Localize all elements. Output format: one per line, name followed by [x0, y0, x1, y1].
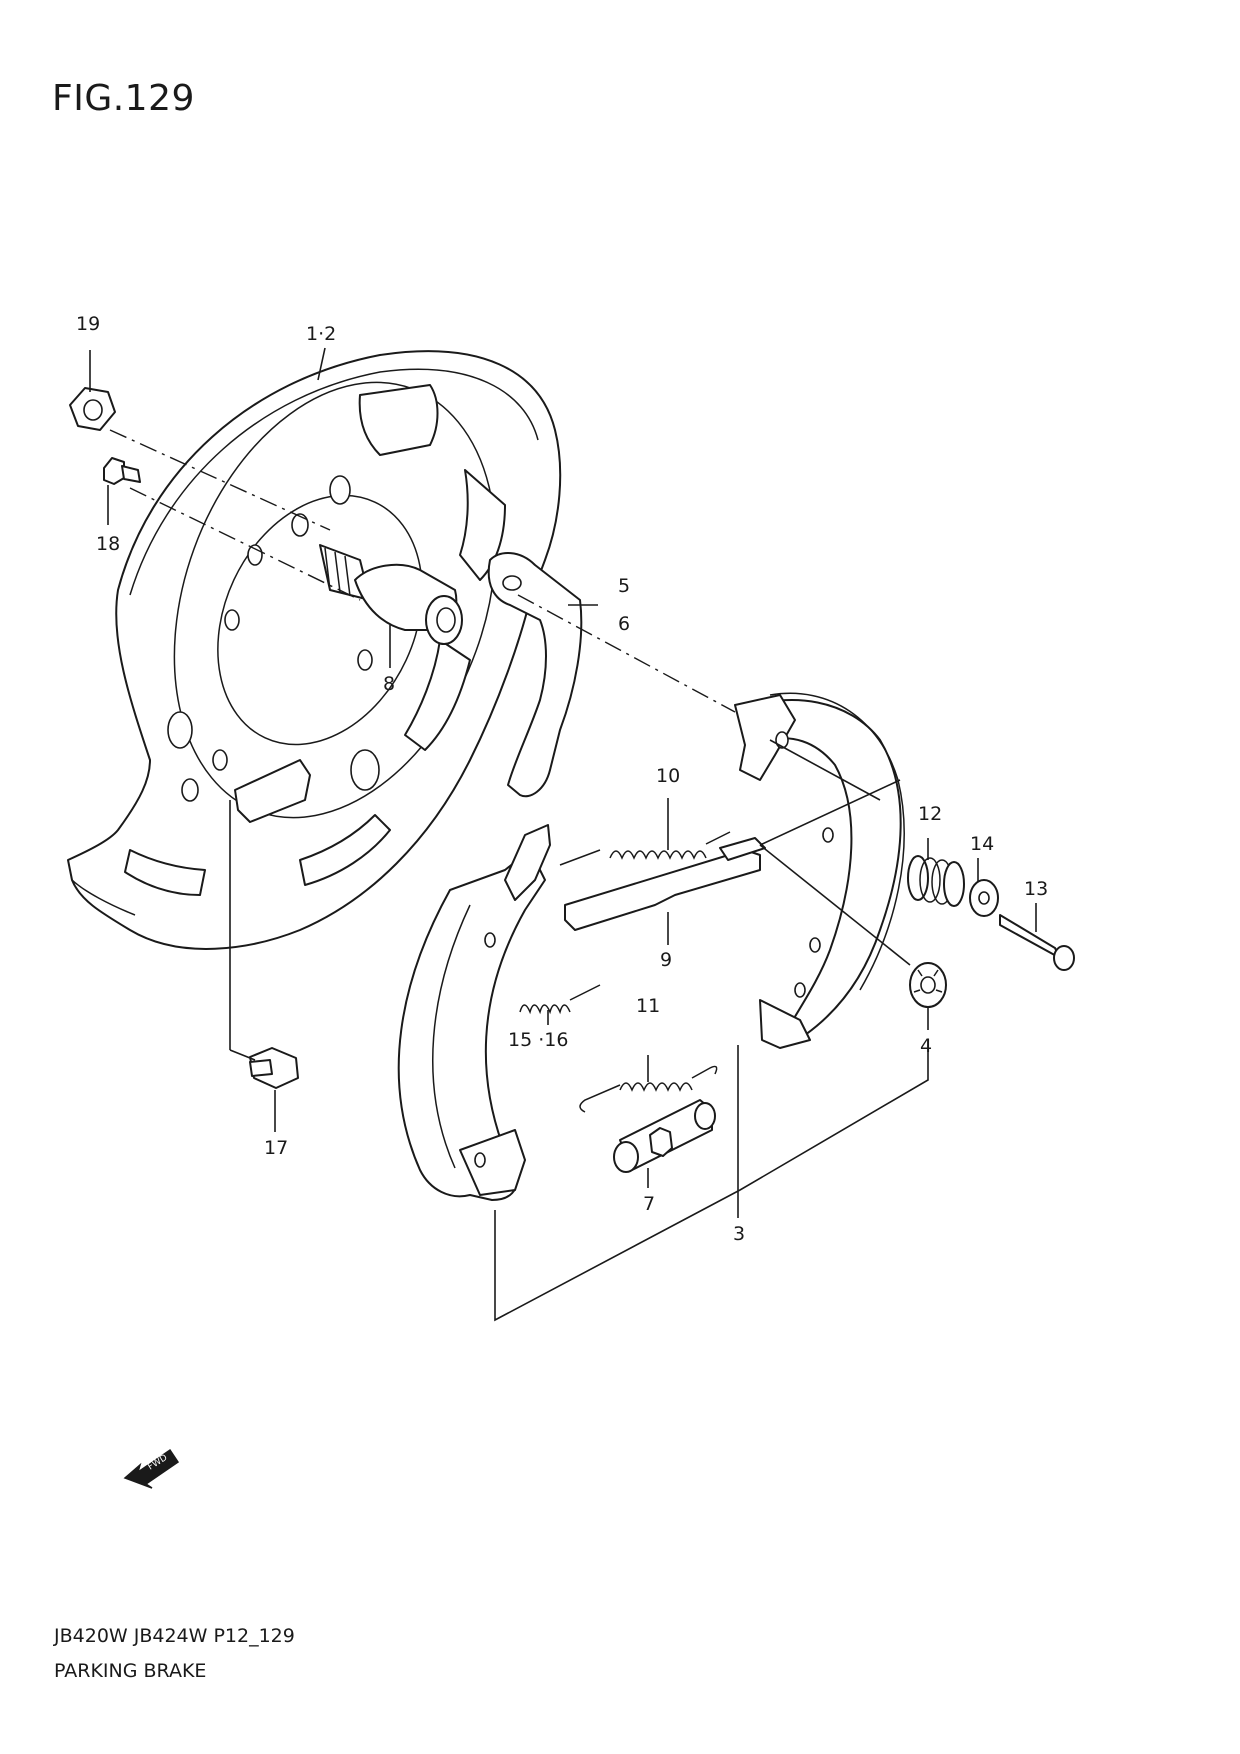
callout-6: 6 [618, 613, 630, 635]
strut-9 [564, 837, 766, 931]
figure-title: FIG.129 [52, 78, 195, 119]
nut-19 [69, 387, 116, 431]
washer-14 [969, 879, 999, 917]
adjuster-assembly [319, 544, 463, 645]
brake-shoe-left [397, 824, 551, 1201]
callout-1-2: 1·2 [306, 323, 336, 345]
spring-15-16 [519, 984, 601, 1015]
spring-12 [907, 855, 965, 907]
brake-shoe-right [734, 692, 905, 1049]
callout-5: 5 [618, 575, 630, 597]
callout-3: 3 [733, 1223, 745, 1245]
callout-12: 12 [918, 803, 942, 825]
callout-19: 19 [76, 313, 100, 335]
spring-11 [579, 1065, 718, 1113]
adjuster-screw-7 [613, 1099, 716, 1173]
callout-14: 14 [970, 833, 994, 855]
callout-9: 9 [660, 949, 672, 971]
callout-4: 4 [920, 1035, 932, 1057]
callout-18: 18 [96, 533, 120, 555]
callout-8: 8 [383, 673, 395, 695]
callout-10: 10 [656, 765, 680, 787]
brake-lever [487, 552, 583, 798]
leader-lines [89, 347, 1037, 1322]
pin-13 [999, 914, 1075, 971]
spring-10 [559, 831, 731, 866]
callout-labels: 19 1·2 18 5 6 8 10 12 14 13 9 15 ·16 11 … [76, 313, 1048, 1245]
fwd-arrow-icon: FWD [123, 1448, 180, 1489]
retainer-4 [909, 962, 947, 1008]
bolt-18 [103, 457, 141, 485]
bolt-17 [249, 1047, 299, 1089]
callout-7: 7 [643, 1193, 655, 1215]
callout-11: 11 [636, 995, 660, 1017]
backing-plate [67, 350, 562, 950]
callout-17: 17 [264, 1137, 288, 1159]
section-name: PARKING BRAKE [54, 1660, 207, 1682]
callout-15-16: 15 ·16 [508, 1029, 568, 1051]
model-code: JB420W JB424W P12_129 [54, 1625, 295, 1647]
callout-13: 13 [1024, 878, 1048, 900]
